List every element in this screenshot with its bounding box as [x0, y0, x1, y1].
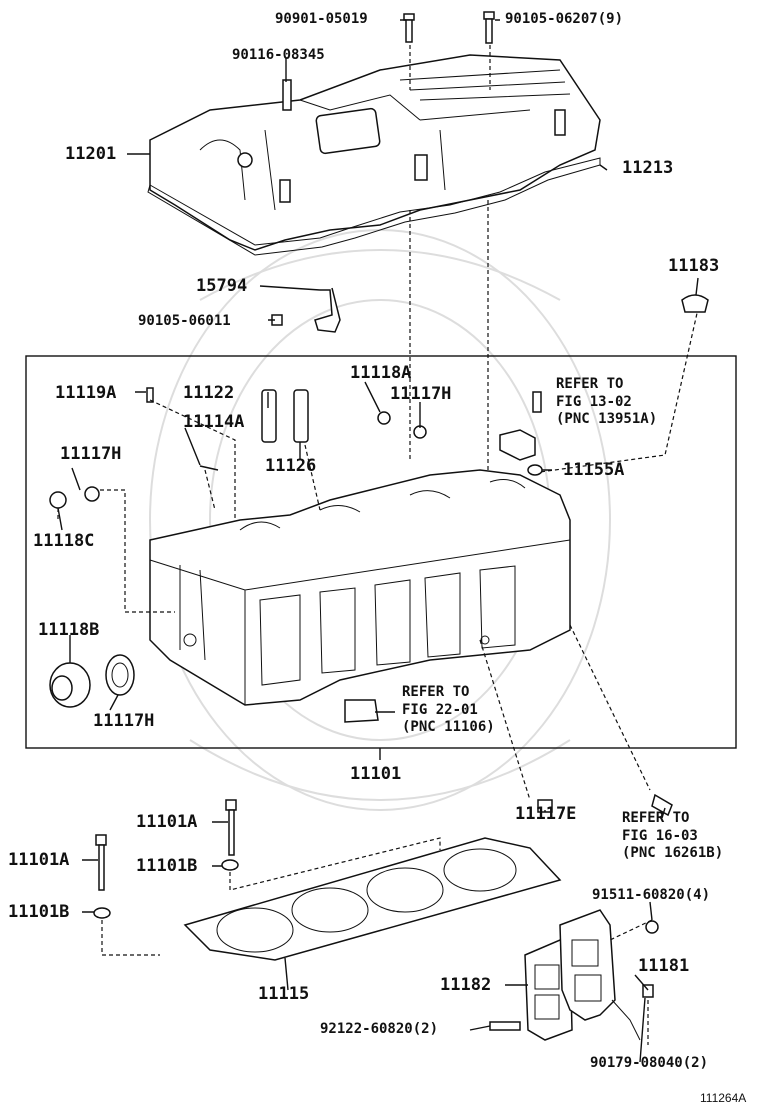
label-92122-60820: 92122-60820(2): [320, 1021, 439, 1037]
label-91511-60820: 91511-60820(4): [592, 887, 711, 903]
label-leaders: [57, 19, 699, 1063]
diagram-code: 111264A: [700, 1091, 747, 1105]
label-11181: 11181: [638, 956, 690, 976]
label-11182: 11182: [440, 975, 492, 995]
label-11101A-b: 11101A: [8, 850, 70, 870]
refer-fig22-line2: FIG 22-01: [402, 701, 478, 718]
part-11183: [681, 294, 709, 313]
label-11122: 11122: [183, 383, 235, 403]
refer-fig13-line3: (PNC 13951A): [556, 411, 658, 427]
label-11117E: 11117E: [515, 804, 577, 824]
label-11126: 11126: [265, 456, 317, 476]
label-11101B-b: 11101B: [8, 902, 70, 922]
refer-fig-22-01: REFER TO FIG 22-01 (PNC 11106): [402, 684, 495, 737]
refer-fig13-line2: FIG 13-02: [556, 393, 632, 410]
refer-fig-16-03: REFER TO FIG 16-03 (PNC 16261B): [622, 810, 723, 863]
refer-fig13-line1: REFER TO: [556, 376, 624, 392]
label-11118B: 11118B: [38, 620, 100, 640]
refer-fig16-line3: (PNC 16261B): [622, 845, 724, 861]
label-11101B-a: 11101B: [136, 856, 198, 876]
label-11115: 11115: [258, 984, 310, 1004]
label-15794: 15794: [196, 276, 248, 296]
label-11201: 11201: [65, 144, 117, 164]
cylinder-head-small-parts: [49, 387, 543, 723]
label-11101A-a: 11101A: [136, 812, 198, 832]
cylinder-head: [149, 469, 571, 706]
top-bolts: [282, 11, 495, 111]
label-90105-06207: 90105-06207(9): [505, 11, 624, 27]
label-11118C: 11118C: [33, 531, 95, 551]
label-11117H-b: 11117H: [60, 444, 122, 464]
water-outlet-housing: [489, 909, 659, 1041]
refer-fig16-line2: FIG 16-03: [622, 827, 698, 844]
label-11119A: 11119A: [55, 383, 117, 403]
cylinder-head-frame: [25, 355, 737, 749]
head-gasket: [183, 837, 562, 961]
label-11117H-c: 11117H: [93, 711, 155, 731]
label-90116-08345: 90116-08345: [232, 47, 325, 63]
label-90179-08040: 90179-08040(2): [590, 1055, 709, 1071]
refer-fig22-line3: (PNC 11106): [402, 719, 495, 735]
label-90901-05019: 90901-05019: [275, 11, 368, 27]
label-11183: 11183: [668, 256, 720, 276]
label-11117H-a: 11117H: [390, 384, 452, 404]
refer-fig22-line1: REFER TO: [402, 684, 470, 700]
label-11118A: 11118A: [350, 363, 412, 383]
label-11101: 11101: [350, 764, 402, 784]
cylinder-head-cover: [149, 54, 601, 251]
label-90105-06011: 90105-06011: [138, 313, 231, 329]
head-bolts: [93, 799, 239, 919]
refer-fig-13-02: REFER TO FIG 13-02 (PNC 13951A): [556, 376, 657, 429]
refer-fig16-line1: REFER TO: [622, 810, 690, 826]
label-11213: 11213: [622, 158, 674, 178]
label-11155A: 11155A: [563, 460, 625, 480]
label-11114A: 11114A: [183, 412, 245, 432]
